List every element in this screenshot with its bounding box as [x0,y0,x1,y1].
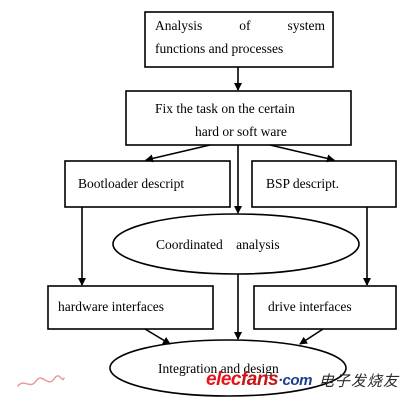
bootloader-label: Bootloader descript [78,176,185,191]
hardware-interfaces-box [47,285,214,330]
brush-stroke-icon [17,375,65,387]
fix-task-label-line1: Fix the task on the certain [155,101,295,116]
drive-interfaces-box [253,285,397,330]
integration-design-label: Integration and design [158,361,279,376]
coordinated-analysis-label: Coordinated analysis [156,237,280,252]
arrow-drive-to-integration [299,328,324,345]
bsp-label: BSP descript. [266,176,340,191]
arrow-fix-to-bsp [269,144,335,163]
drive-interfaces-label: drive interfaces [268,299,352,314]
watermark-brand-part3: ·com [278,372,312,389]
fix-task-label-line2: hard or soft ware [195,124,287,139]
integration-design-ellipse [109,339,347,397]
watermark-chinese: 电子发烧友 [318,372,399,390]
arrow-hardware-to-integration [144,328,171,345]
analysis-box [144,11,334,68]
arrow-fix-to-bootloader [145,144,211,163]
analysis-label-line1: Analysis of system [155,18,325,33]
watermark-brand-part2: fans [240,369,279,390]
coordinated-analysis-ellipse [112,213,360,275]
watermark-brand-part1: elec [206,369,241,390]
elecfans-watermark: elecfans·com 电子发烧友 [206,367,399,393]
fix-task-box [125,90,352,146]
bsp-box [251,160,397,208]
watermark-brand: elecfans·com [206,369,312,391]
analysis-label-line2: functions and processes [155,41,284,56]
hardware-interfaces-label: hardware interfaces [58,299,165,314]
